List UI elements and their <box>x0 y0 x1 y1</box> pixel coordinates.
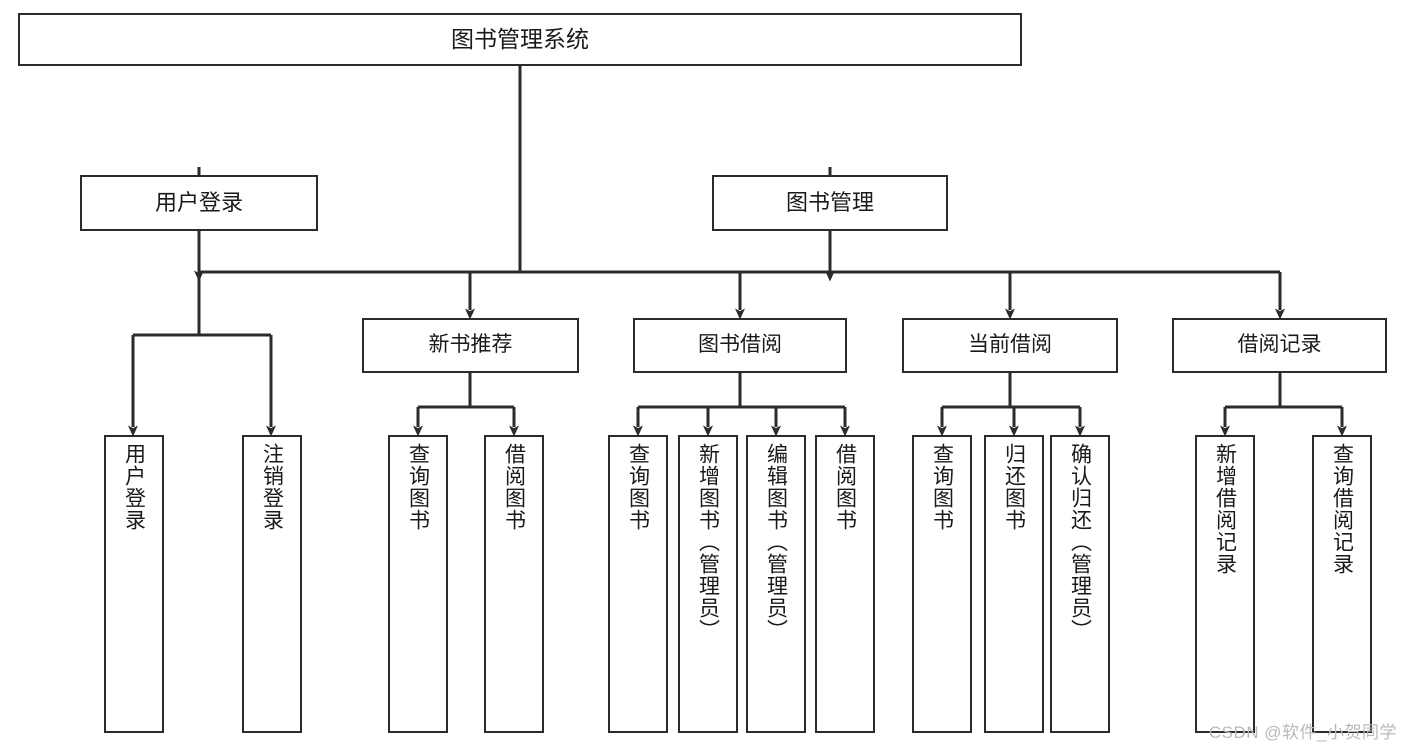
node-root[interactable]: 图书管理系统 <box>18 13 1022 66</box>
node-query-book-borrow[interactable]: 查询图书 <box>608 435 668 733</box>
node-query-book-current[interactable]: 查询图书 <box>912 435 972 733</box>
node-current-borrow[interactable]: 当前借阅 <box>902 318 1118 373</box>
node-book-borrow[interactable]: 图书借阅 <box>633 318 847 373</box>
node-add-borrow-record-label: 新增借阅记录 <box>1213 443 1237 575</box>
csdn-watermark: CSDN @软件_小贺同学 <box>1208 723 1397 742</box>
node-return-book-label: 归还图书 <box>1002 443 1026 531</box>
node-user-login[interactable]: 用户登录 <box>80 175 318 231</box>
node-edit-book-admin-label: 编辑图书（管理员） <box>764 443 788 641</box>
node-book-manage[interactable]: 图书管理 <box>712 175 948 231</box>
node-borrow-record[interactable]: 借阅记录 <box>1172 318 1387 373</box>
node-book-borrow-label: 图书借阅 <box>698 333 782 357</box>
node-user-login-action-label: 用户登录 <box>122 443 146 531</box>
node-query-book-recommend[interactable]: 查询图书 <box>388 435 448 733</box>
node-logout-action[interactable]: 注销登录 <box>242 435 302 733</box>
node-query-borrow-record-label: 查询借阅记录 <box>1330 443 1354 575</box>
node-return-book[interactable]: 归还图书 <box>984 435 1044 733</box>
node-borrow-record-label: 借阅记录 <box>1237 333 1322 357</box>
node-user-login-action[interactable]: 用户登录 <box>104 435 164 733</box>
node-user-login-label: 用户登录 <box>154 190 243 216</box>
node-add-borrow-record[interactable]: 新增借阅记录 <box>1195 435 1255 733</box>
node-query-book-borrow-label: 查询图书 <box>626 443 650 531</box>
node-borrow-book-recommend-label: 借阅图书 <box>502 443 526 531</box>
node-confirm-return-admin[interactable]: 确认归还（管理员） <box>1050 435 1110 733</box>
node-borrow-book-recommend[interactable]: 借阅图书 <box>484 435 544 733</box>
node-borrow-book[interactable]: 借阅图书 <box>815 435 875 733</box>
node-new-book-recommend-label: 新书推荐 <box>428 333 513 357</box>
node-query-book-current-label: 查询图书 <box>930 443 954 531</box>
node-current-borrow-label: 当前借阅 <box>968 333 1052 357</box>
node-query-borrow-record[interactable]: 查询借阅记录 <box>1312 435 1372 733</box>
node-add-book-admin-label: 新增图书（管理员） <box>696 443 720 641</box>
node-logout-action-label: 注销登录 <box>260 443 284 531</box>
node-borrow-book-label: 借阅图书 <box>833 443 857 531</box>
node-query-book-recommend-label: 查询图书 <box>406 443 430 531</box>
node-root-label: 图书管理系统 <box>451 25 589 52</box>
node-new-book-recommend[interactable]: 新书推荐 <box>362 318 579 373</box>
node-add-book-admin[interactable]: 新增图书（管理员） <box>678 435 738 733</box>
node-book-manage-label: 图书管理 <box>785 190 874 216</box>
node-edit-book-admin[interactable]: 编辑图书（管理员） <box>746 435 806 733</box>
node-confirm-return-admin-label: 确认归还（管理员） <box>1068 443 1092 641</box>
